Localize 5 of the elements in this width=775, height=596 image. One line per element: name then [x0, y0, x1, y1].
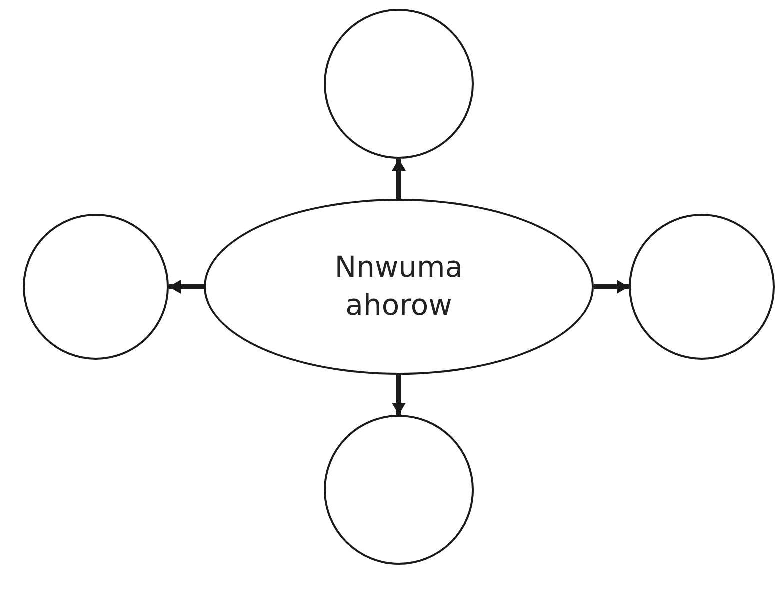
arrow [169, 280, 204, 294]
arrow [392, 159, 406, 199]
arrow [392, 375, 406, 415]
arrow [594, 280, 629, 294]
node-label: Nnwuma ahorow [334, 249, 464, 324]
